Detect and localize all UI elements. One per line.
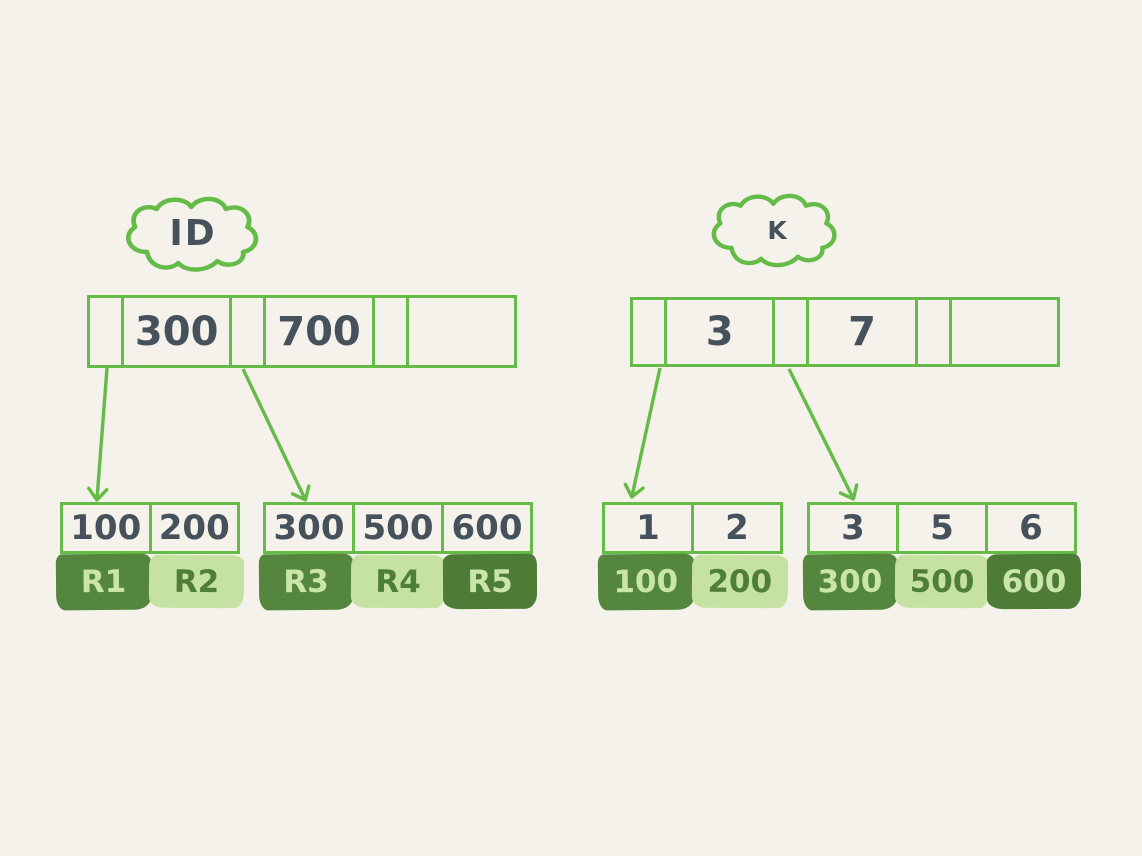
key-cell: 500: [355, 505, 444, 551]
key-cell: 600: [451, 508, 523, 548]
record-block: R3: [258, 553, 354, 611]
key-cell: 300: [266, 505, 355, 551]
id-leaf-node-2: 300 500 600: [263, 502, 533, 554]
record-block: R1: [55, 553, 152, 611]
id-root-node: 300 700: [87, 295, 517, 368]
k-root-node: 3 7: [630, 297, 1060, 367]
key-cell: 5: [899, 505, 988, 551]
record-block: 500: [894, 554, 990, 609]
record-block: 200: [691, 554, 788, 609]
key-cell: 100: [63, 505, 152, 551]
record-block: 100: [597, 553, 694, 611]
record-block: R5: [442, 553, 538, 610]
id-leaf-node-1: 100 200: [60, 502, 240, 554]
key-cell: 700: [266, 298, 375, 365]
key-cell: 200: [158, 508, 230, 548]
pointer-cell: [375, 298, 409, 365]
arrow: [241, 368, 311, 502]
pointer-cell: [633, 300, 667, 364]
k-leaf-node-1: 1 2: [602, 502, 783, 554]
key-cell: 1: [605, 505, 694, 551]
key-cell-empty: [952, 300, 1057, 364]
record-block: 300: [802, 553, 898, 611]
key-cell: 3: [810, 505, 899, 551]
arrow: [787, 368, 859, 501]
record-row: R1 R2: [55, 553, 245, 611]
record-row: 300 500 600: [802, 553, 1082, 611]
pointer-cell: [90, 298, 124, 365]
key-cell-empty: [409, 298, 514, 365]
pointer-cell: [918, 300, 952, 364]
key-cell: 2: [725, 508, 749, 548]
key-cell: 6: [1019, 508, 1043, 548]
arrow: [623, 367, 662, 499]
record-row: 100 200: [597, 553, 788, 611]
record-block: R4: [350, 554, 446, 609]
arrow: [87, 367, 109, 502]
index-name-id: ID: [169, 212, 217, 254]
key-cell: 300: [124, 298, 233, 365]
key-cell: 3: [667, 300, 776, 364]
key-cell: 7: [809, 300, 918, 364]
record-row: R3 R4 R5: [258, 553, 538, 611]
record-block: 600: [986, 553, 1082, 610]
index-name-k: K: [767, 215, 787, 245]
k-leaf-node-2: 3 5 6: [807, 502, 1077, 554]
pointer-cell: [232, 298, 267, 365]
record-block: R2: [148, 554, 245, 609]
pointer-cell: [775, 300, 810, 364]
